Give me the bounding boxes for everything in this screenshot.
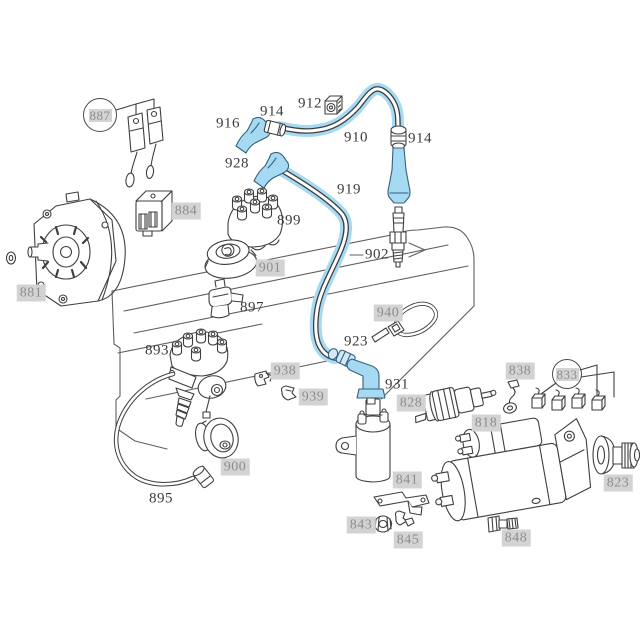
spark-plug-connector-928-highlighted — [253, 151, 290, 189]
cable-connector-914-left — [263, 119, 287, 137]
part-label-895: 895 — [149, 490, 173, 507]
clamp-845-drawing — [394, 510, 415, 527]
part-label-843[interactable]: 843 — [346, 516, 376, 534]
part-label-939[interactable]: 939 — [298, 388, 328, 406]
terminal-nut-912-drawing — [324, 95, 343, 115]
nut-843-drawing — [373, 515, 393, 533]
part-label-914-right: 914 — [408, 130, 432, 147]
part-label-938[interactable]: 938 — [270, 362, 300, 380]
cable-connector-914-right — [390, 125, 407, 150]
part-label-838[interactable]: 838 — [505, 362, 535, 380]
part-label-833[interactable]: 833 — [552, 359, 582, 389]
part-label-923: 923 — [344, 333, 368, 350]
coil-bracket-841-drawing — [373, 491, 430, 516]
part-label-881[interactable]: 881 — [16, 284, 46, 302]
coil-connector-931-highlighted — [346, 358, 386, 405]
part-label-914-left: 914 — [260, 103, 284, 120]
rotor-897-drawing — [208, 278, 244, 319]
part-label-912: 912 — [298, 95, 322, 112]
distributor-893-drawing — [168, 328, 229, 427]
voltage-regulator-drawing — [135, 190, 173, 237]
part-label-848[interactable]: 848 — [501, 529, 531, 547]
part-label-940[interactable]: 940 — [373, 304, 403, 322]
vacuum-unit-900-drawing — [195, 395, 239, 459]
bolt-848-drawing — [487, 515, 519, 533]
ignition-cable-895-drawing — [113, 371, 215, 489]
part-label-818[interactable]: 818 — [471, 414, 501, 432]
alternator-drawing — [27, 191, 126, 307]
part-label-828[interactable]: 828 — [396, 394, 426, 412]
pinion-gear-823-drawing — [592, 435, 641, 475]
part-label-928: 928 — [225, 155, 249, 172]
part-label-900[interactable]: 900 — [220, 458, 250, 476]
part-label-887[interactable]: 887 — [83, 98, 117, 132]
part-label-845[interactable]: 845 — [393, 531, 423, 549]
spark-plug-902-drawing — [389, 206, 407, 268]
part-label-893: 893 — [145, 342, 169, 359]
part-label-823[interactable]: 823 — [603, 474, 633, 492]
clip-939-drawing — [280, 385, 297, 401]
direction-arrow — [408, 242, 426, 258]
bracket-838-drawing — [503, 379, 520, 414]
ignition-coil-drawing — [335, 398, 391, 483]
washer-ring — [5, 251, 17, 265]
part-label-916: 916 — [216, 115, 240, 132]
spark-plug-boot-914-highlighted — [387, 147, 411, 204]
part-label-901[interactable]: 901 — [255, 259, 285, 277]
part-label-902: 902 — [365, 246, 389, 263]
distributor-cap-899-drawing — [227, 187, 284, 251]
part-label-841[interactable]: 841 — [392, 471, 422, 489]
brush-set-887-drawing — [115, 98, 164, 188]
dust-cover-901-drawing — [204, 239, 258, 279]
part-label-931: 931 — [385, 376, 409, 393]
ignition-cable-910-highlighted — [276, 86, 401, 134]
part-label-910: 910 — [344, 129, 368, 146]
starter-motor-818-drawing — [431, 417, 592, 522]
part-label-899: 899 — [277, 212, 301, 229]
part-label-919: 919 — [337, 181, 361, 198]
part-label-897: 897 — [240, 299, 264, 316]
cable-tie-940-drawing — [371, 301, 439, 343]
brush-set-833-drawing — [531, 364, 615, 411]
part-label-884[interactable]: 884 — [171, 202, 201, 220]
spark-plug-connector-916-highlighted — [235, 116, 272, 154]
ignition-cable-919-highlighted — [280, 168, 349, 361]
